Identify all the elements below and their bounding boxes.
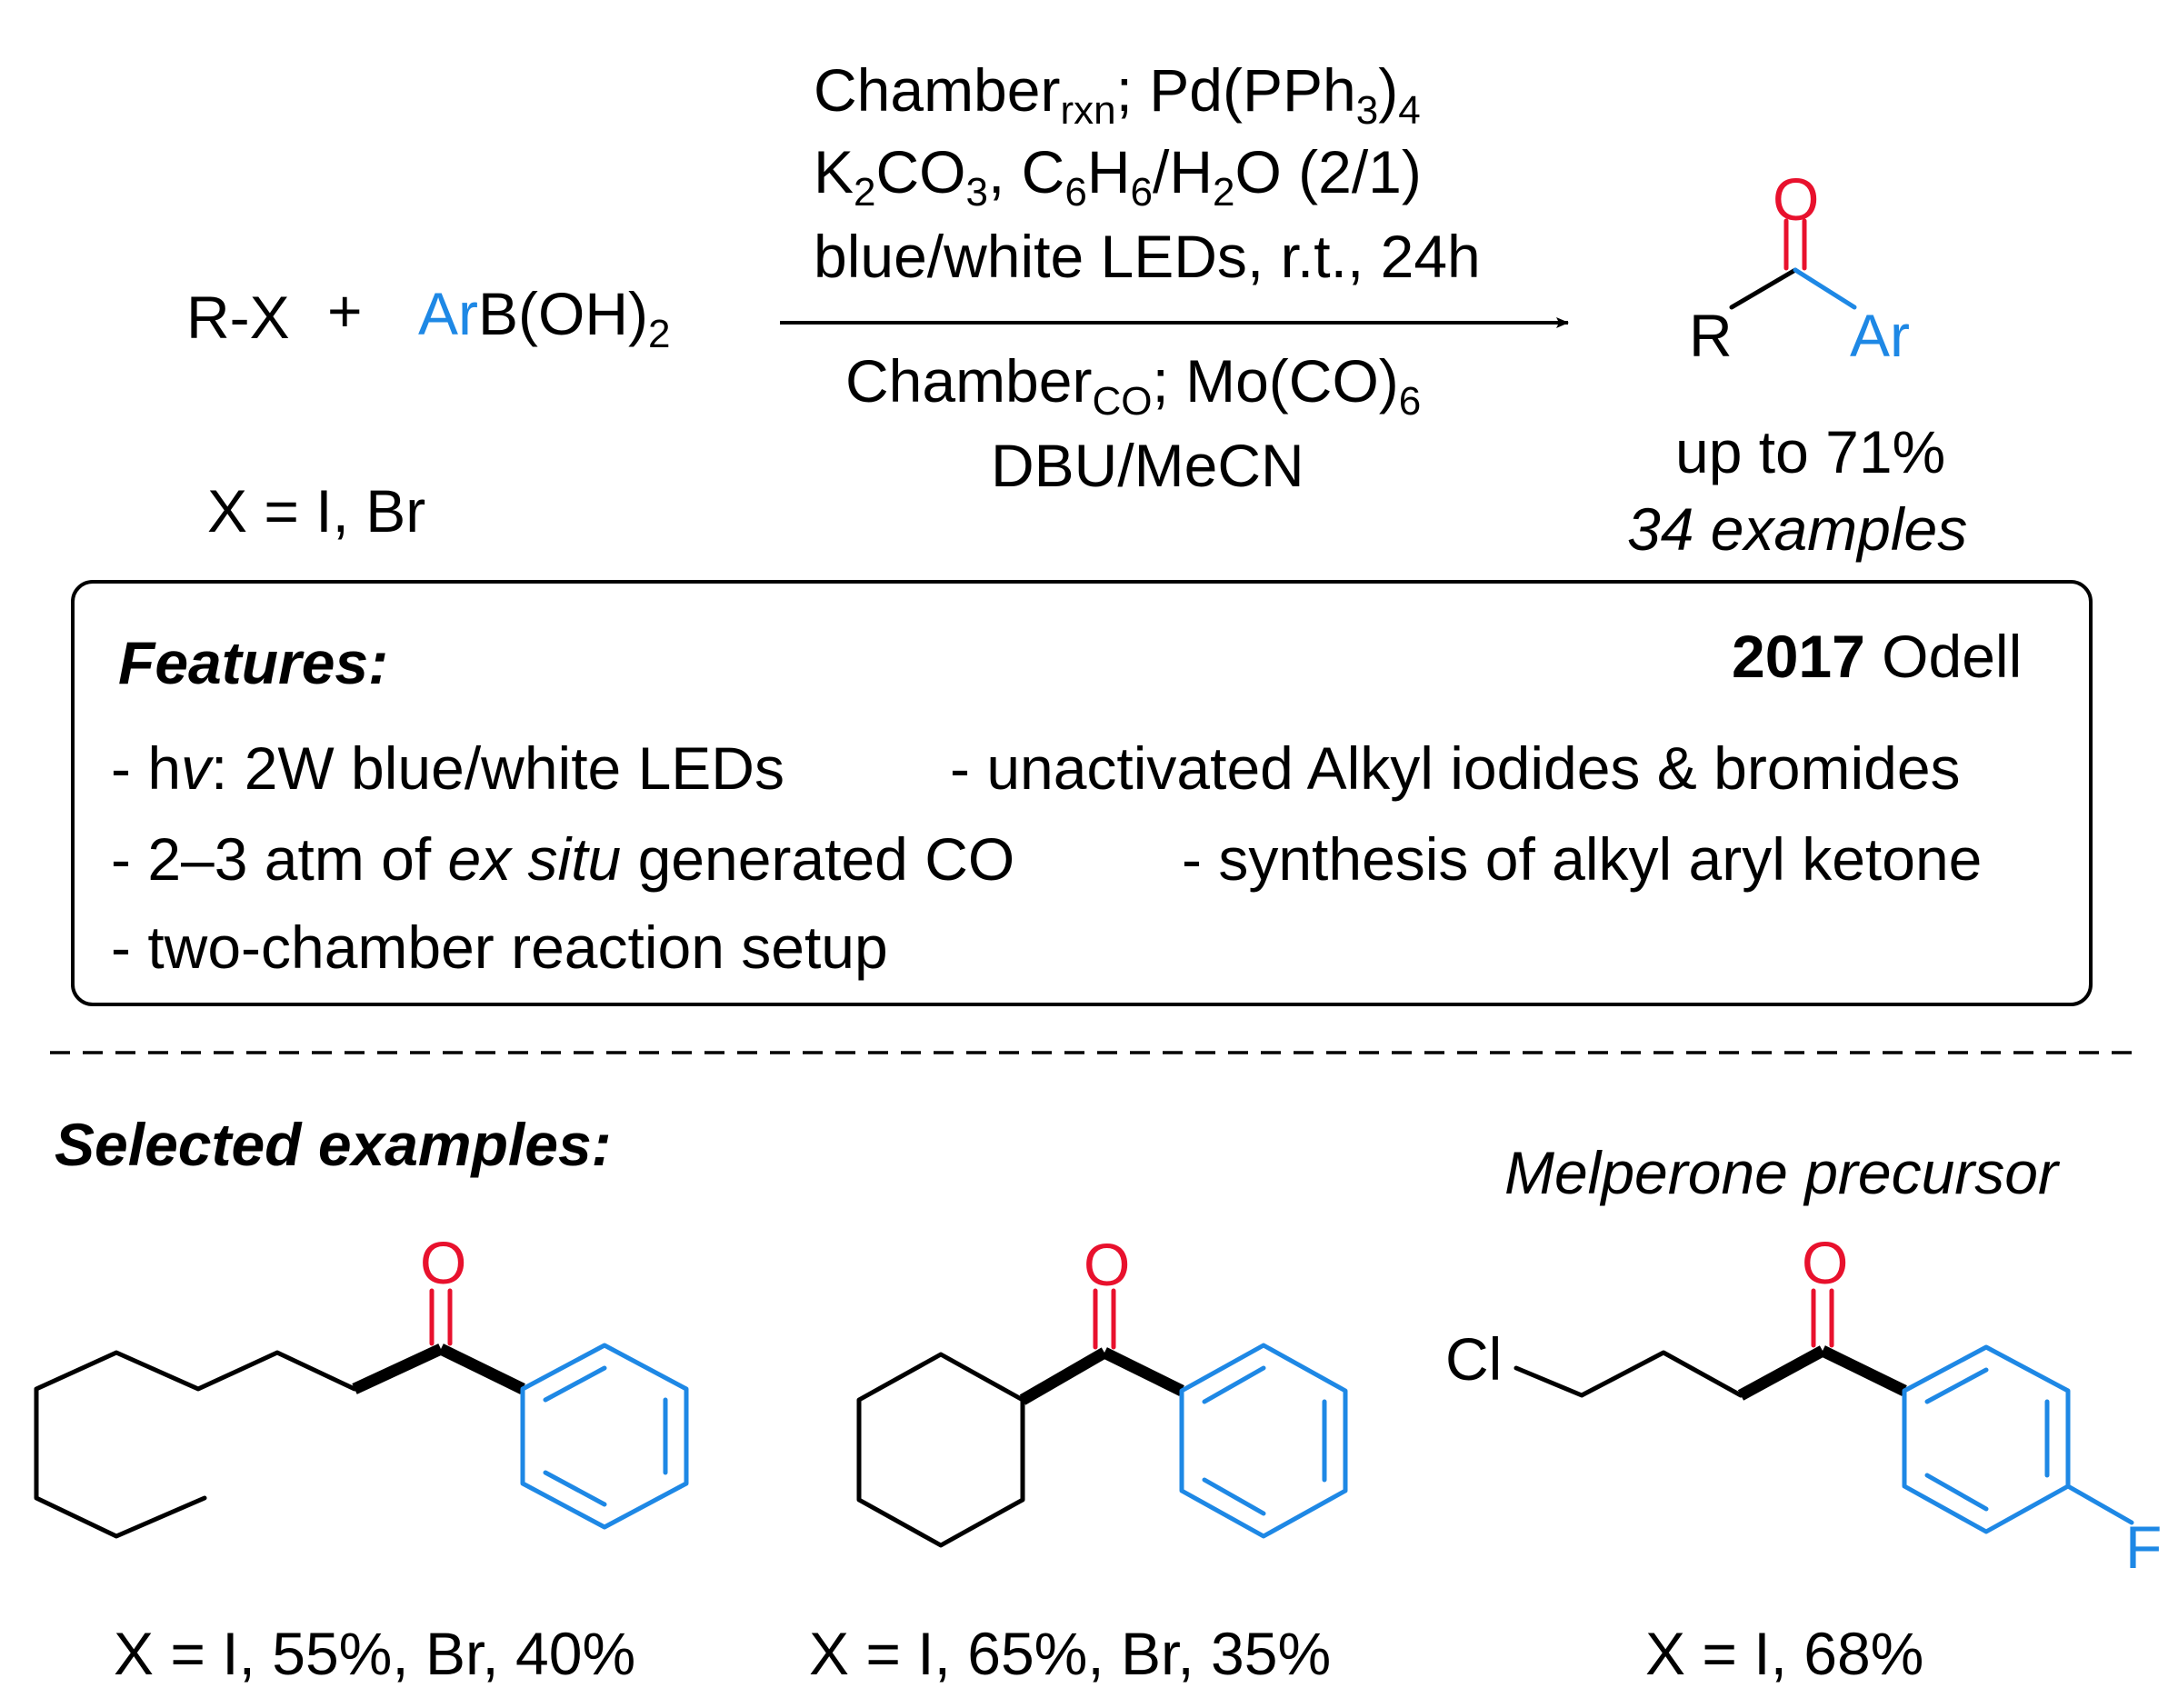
alkyl-chain-1 [34, 1350, 357, 1539]
yield-text: up to 71% [1675, 418, 1945, 485]
alkyl-chain-3 [1514, 1350, 1743, 1398]
ar-bond [1793, 267, 1857, 310]
example-1-structure: O [34, 1229, 689, 1539]
product-oxygen: O [1773, 165, 1819, 233]
condition-line-3: blue/white LEDs, r.t., 24h [814, 223, 1481, 290]
product-ketone: O R Ar up to 71% 34 examples [1627, 165, 1967, 563]
features: Features: 2017 Odell - hv: 2W blue/white… [111, 623, 2022, 981]
reference-year: 2017 [1732, 623, 1865, 690]
feature-light: - hv: 2W blue/white LEDs [111, 734, 784, 802]
condition-line-1: Chamberrxn; Pd(PPh3)4 [814, 56, 1421, 133]
chain-to-carbonyl-bond [1737, 1345, 1826, 1401]
ring-to-carbonyl-bond [1019, 1347, 1108, 1405]
reference: 2017 Odell [1732, 623, 2022, 690]
melperone-label: Melperone precursor [1504, 1139, 2061, 1206]
phenyl-ring-2 [1179, 1343, 1348, 1539]
plus-sign: + [327, 277, 363, 345]
reactant-rx: R-X [186, 284, 290, 351]
phenyl-ring-1 [520, 1343, 689, 1530]
condition-line-5: DBU/MeCN [991, 432, 1304, 499]
features-title: Features: [118, 629, 388, 696]
alkyl-to-carbonyl-bond-1 [352, 1343, 444, 1394]
examples-count: 34 examples [1627, 495, 1967, 563]
boronic-acid-rest: B(OH) [478, 280, 648, 347]
cyclohexane-ring [856, 1352, 1025, 1548]
example-3-chlorine: Cl [1445, 1325, 1502, 1393]
boronic-acid: ArB(OH)2 [418, 280, 670, 356]
example-2-yield: X = I, 65%, Br, 35% [809, 1620, 1331, 1687]
example-3-oxygen: O [1802, 1229, 1848, 1296]
example-3-yield: X = I, 68% [1645, 1620, 1923, 1687]
example-1-yield: X = I, 55%, Br, 40% [114, 1620, 635, 1687]
example-2-oxygen: O [1084, 1231, 1130, 1298]
feature-setup: - two-chamber reaction setup [111, 914, 888, 981]
conditions: Chamberrxn; Pd(PPh3)4 K2CO3, C6H6/H2O (2… [780, 56, 1569, 499]
feature-synthesis: - synthesis of alkyl aryl ketone [1182, 825, 1982, 893]
condition-line-4: ChamberCO; Mo(CO)6 [845, 347, 1421, 424]
reactants: R-X + ArB(OH)2 X = I, Br [186, 277, 670, 544]
boronic-acid-sub: 2 [648, 312, 670, 356]
selected-title: Selected examples: [55, 1111, 612, 1178]
product-ar: Ar [1850, 302, 1910, 369]
example-3-structure: Cl O F [1445, 1229, 2162, 1581]
x-definition: X = I, Br [207, 477, 425, 544]
carbonyl-to-aryl-bond-1 [438, 1343, 525, 1394]
product-r: R [1689, 302, 1733, 369]
fluorophenyl-ring [1902, 1344, 2134, 1534]
features-box [71, 580, 2093, 1006]
feature-alkyl: - unactivated Alkyl iodides & bromides [950, 734, 1961, 802]
boronic-acid-ar: Ar [418, 280, 478, 347]
example-3-fluorine: F [2125, 1513, 2162, 1581]
example-2-structure: O [856, 1231, 1348, 1548]
carbonyl-to-aryl-bond-2 [1102, 1347, 1184, 1396]
reference-author: Odell [1882, 623, 2022, 690]
example-1-oxygen: O [420, 1229, 466, 1296]
feature-co: - 2–3 atm of ex situ generated CO [111, 825, 1014, 893]
carbonyl-to-aryl-bond-3 [1820, 1345, 1907, 1396]
condition-line-2: K2CO3, C6H6/H2O (2/1) [814, 138, 1422, 215]
r-bond [1729, 267, 1798, 310]
